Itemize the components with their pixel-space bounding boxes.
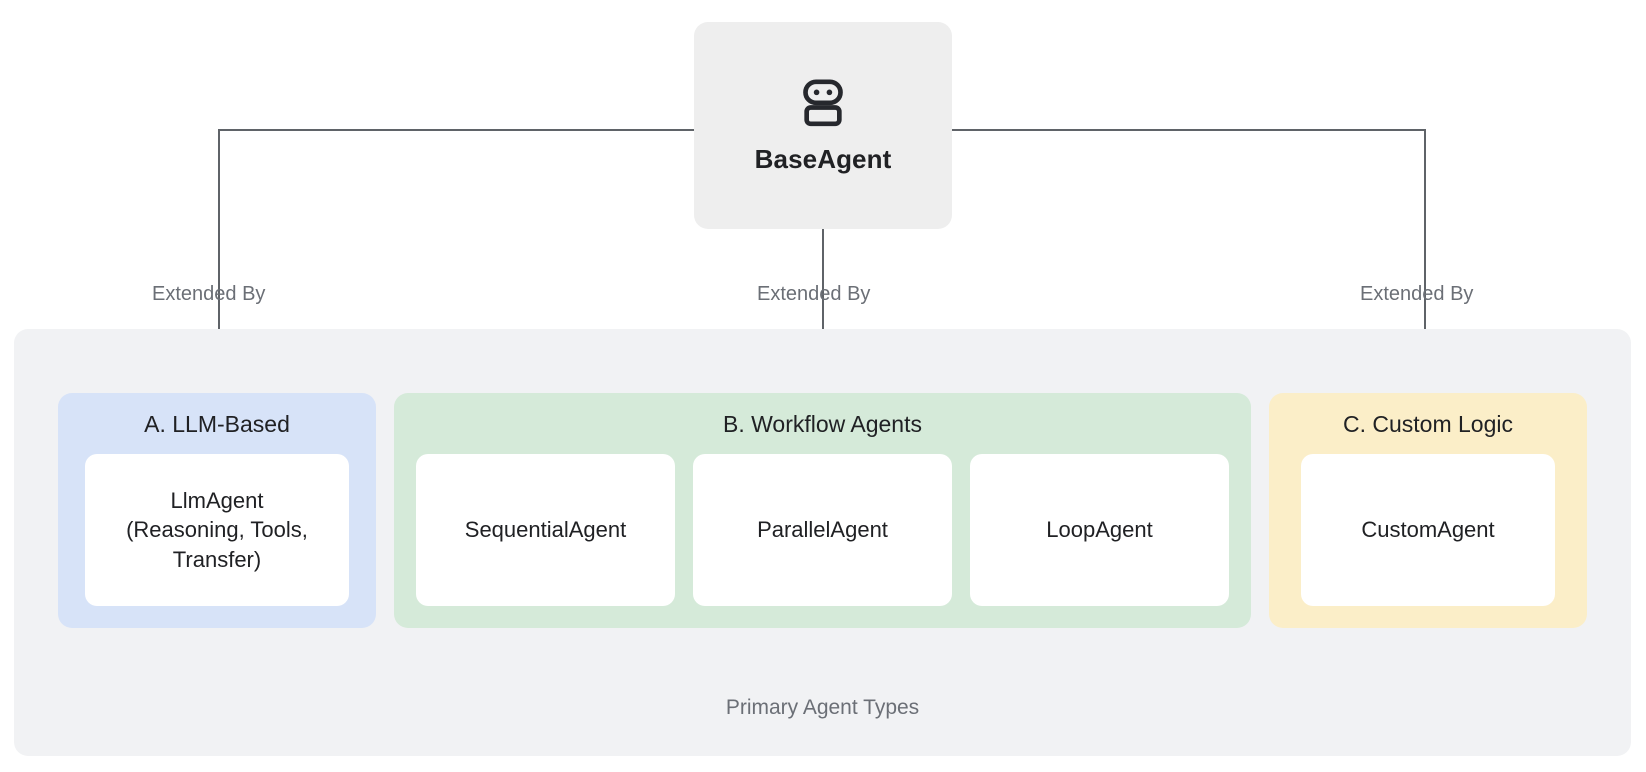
panel-llm-based-title: A. LLM-Based [144, 411, 290, 437]
edge-label-middle: Extended By [757, 283, 871, 305]
panel-llm-based[interactable]: A. LLM-Based LlmAgent(Reasoning, Tools,T… [58, 393, 376, 628]
edge-label-left: Extended By [152, 283, 266, 305]
panel-workflow-agents[interactable]: B. Workflow Agents SequentialAgent Paral… [394, 393, 1251, 628]
node-base-agent[interactable]: BaseAgent [694, 22, 952, 229]
group-caption: Primary Agent Types [725, 696, 920, 719]
panel-custom-logic[interactable]: C. Custom Logic CustomAgent [1269, 393, 1587, 628]
card-llm-agent[interactable]: LlmAgent(Reasoning, Tools,Transfer) [85, 454, 349, 606]
panel-workflow-agents-title: B. Workflow Agents [723, 411, 922, 437]
panel-workflow-agents-cards: SequentialAgent ParallelAgent LoopAgent [416, 454, 1229, 606]
node-base-agent-label: BaseAgent [754, 144, 892, 174]
card-loop-agent[interactable]: LoopAgent [970, 454, 1229, 606]
primary-agent-types-container: A. LLM-Based LlmAgent(Reasoning, Tools,T… [14, 329, 1631, 756]
panel-llm-based-cards: LlmAgent(Reasoning, Tools,Transfer) [80, 454, 354, 606]
panels-row: A. LLM-Based LlmAgent(Reasoning, Tools,T… [58, 393, 1587, 628]
edge-label-right: Extended By [1360, 283, 1474, 305]
card-parallel-agent[interactable]: ParallelAgent [693, 454, 952, 606]
card-sequential-agent[interactable]: SequentialAgent [416, 454, 675, 606]
panel-custom-logic-cards: CustomAgent [1291, 454, 1565, 606]
robot-icon [803, 79, 843, 127]
card-custom-agent[interactable]: CustomAgent [1301, 454, 1555, 606]
panel-custom-logic-title: C. Custom Logic [1342, 411, 1513, 437]
